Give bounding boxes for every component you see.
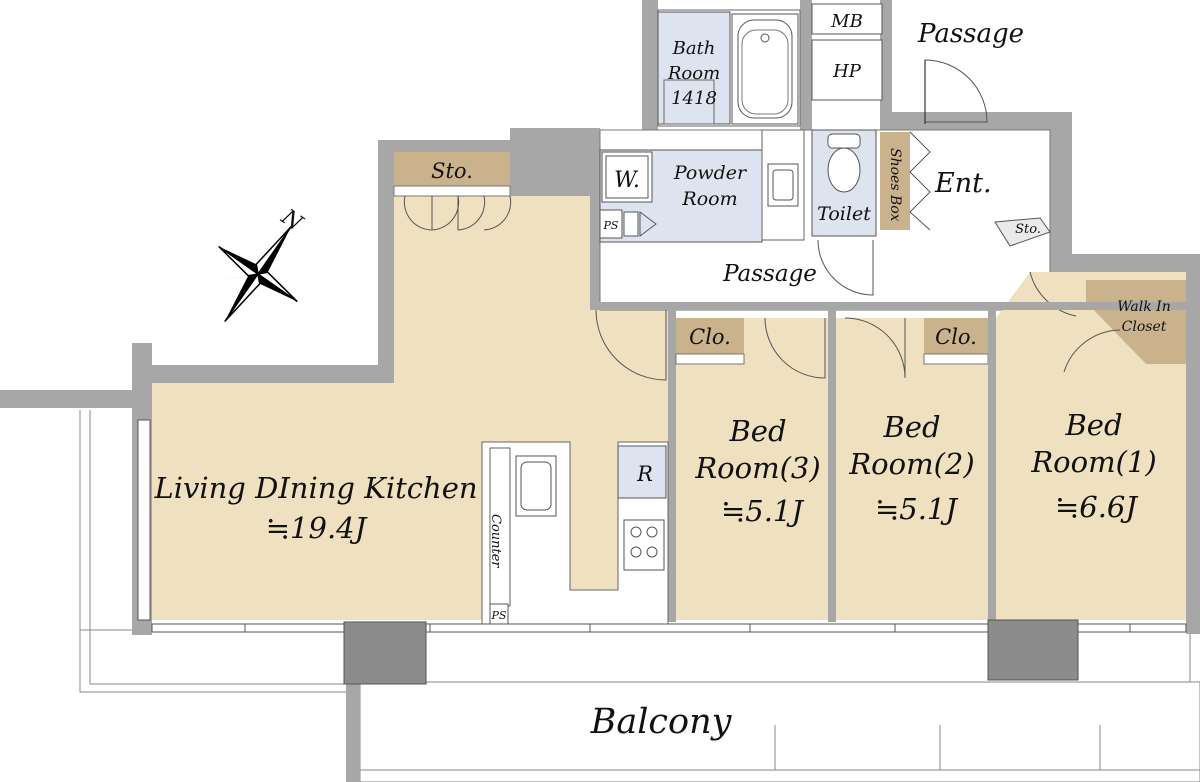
sink-icon <box>515 455 557 517</box>
washer-label: W. <box>614 168 640 193</box>
bedroom-1-label-2: Room(1) <box>1030 445 1156 479</box>
toilet-icon <box>827 133 861 193</box>
passage-door <box>924 59 988 123</box>
bedroom-3-label-1: Bed <box>728 414 786 448</box>
sink-icon <box>767 163 799 207</box>
bath-label-2: Room <box>667 63 720 84</box>
ldk-label: Living DIning Kitchen <box>153 471 477 505</box>
stove-icon <box>623 519 665 571</box>
passage-top-label: Passage <box>917 19 1024 49</box>
walk-in-closet-label-2: Closet <box>1122 319 1167 335</box>
powder-room-label-1: Powder <box>673 162 748 184</box>
bedroom-2-label-2: Room(2) <box>848 447 974 481</box>
bathtub-icon <box>737 19 793 119</box>
bedroom-2-size: ≒5.1J <box>875 492 958 526</box>
balcony-label: Balcony <box>590 702 733 742</box>
passage-mid-label: Passage <box>722 261 817 287</box>
bedroom-1 <box>996 271 1186 620</box>
bedroom-2-label-1: Bed <box>882 410 940 444</box>
shoes-box-label: Shoes Box <box>887 148 903 222</box>
bedroom-2 <box>836 317 989 620</box>
mb-hp-cabinets <box>811 3 883 101</box>
storage-top <box>393 152 512 231</box>
toilet-room <box>811 129 877 237</box>
column-left <box>343 621 427 685</box>
ps-label-2: PS <box>491 609 507 622</box>
mb-label: MB <box>830 11 863 32</box>
toilet-label: Toilet <box>817 203 871 225</box>
powder-room-label-2: Room <box>681 188 737 210</box>
closet-2-label: Clo. <box>935 325 977 349</box>
kitchen <box>481 441 669 627</box>
bedroom-3-label-2: Room(3) <box>694 451 820 485</box>
bedroom-3 <box>668 310 828 622</box>
closet-3-label: Clo. <box>689 325 731 349</box>
bedroom-1-size: ≒6.6J <box>1055 490 1138 524</box>
compass-north-label: N <box>276 204 308 237</box>
compass-rose-icon <box>216 225 300 323</box>
walk-in-closet-label-1: Walk In <box>1117 299 1170 315</box>
bath-room <box>657 9 801 127</box>
column-right <box>987 619 1079 681</box>
storage-top-label: Sto. <box>431 159 473 183</box>
bedroom-3-size: ≒5.1J <box>721 494 804 528</box>
washer-icon <box>601 151 653 203</box>
small-storage <box>994 217 1051 247</box>
entrance-label: Ent. <box>934 168 992 199</box>
windows <box>137 419 1187 633</box>
bath-label-1: Bath <box>672 38 716 59</box>
refrigerator-label: R <box>636 462 653 486</box>
hp-label: HP <box>832 61 862 82</box>
ps-label-1: PS <box>603 219 619 232</box>
bedroom-1-label-1: Bed <box>1064 408 1122 442</box>
walk-in-closet <box>1086 280 1186 364</box>
ldk-size: ≒19.4J <box>266 511 368 545</box>
small-storage-label: Sto. <box>1015 222 1041 237</box>
shoes-box <box>880 131 931 231</box>
counter-label: Counter <box>488 514 503 568</box>
bath-label-3: 1418 <box>671 88 717 109</box>
